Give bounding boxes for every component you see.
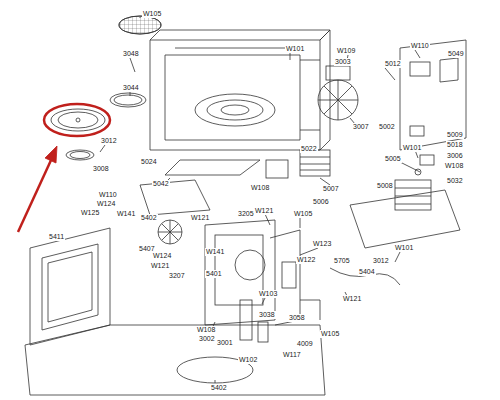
callout-number: W122	[296, 256, 316, 264]
callout-number: 5049	[447, 50, 465, 58]
callout-number: 5007	[322, 185, 340, 193]
callout-number: 5018	[446, 141, 464, 149]
callout-number: W141	[205, 248, 225, 256]
callout-number: 3038	[258, 311, 276, 319]
callout-number: W117	[282, 351, 302, 359]
highlight-arrow	[18, 158, 52, 232]
callout-number: 3044	[122, 84, 140, 92]
transformer	[395, 180, 431, 210]
callout-number: 5002	[378, 123, 396, 131]
callout-number: W121	[342, 295, 362, 303]
callout-number: 5705	[333, 257, 351, 265]
callout-number: 5008	[376, 182, 394, 190]
callout-number: 3207	[168, 272, 186, 280]
callout-number: W101	[402, 144, 422, 152]
callout-number: W105	[320, 330, 340, 338]
callout-number: W101	[285, 45, 305, 53]
callout-number: 5005	[384, 155, 402, 163]
callout-number: W105	[293, 210, 313, 218]
callout-number: 5401	[205, 270, 223, 278]
turntable	[51, 109, 105, 131]
callout-number: W108	[250, 184, 270, 192]
callout-number: 3007	[352, 123, 370, 131]
callout-number: W124	[152, 252, 172, 260]
callout-number: W110	[410, 42, 430, 50]
callout-number: W123	[312, 240, 332, 248]
callout-number: 3008	[92, 165, 110, 173]
callout-number: 5404	[358, 268, 376, 276]
callout-number: 5032	[446, 177, 464, 185]
callout-number: 3012	[372, 257, 390, 265]
callout-number: W108	[196, 326, 216, 334]
callout-number: 5042	[152, 180, 170, 188]
highlight-circle	[44, 104, 110, 136]
magnetron	[300, 150, 330, 176]
callout-number: 5411	[48, 233, 65, 241]
callout-number: 5402	[140, 214, 158, 222]
callout-number: 5022	[300, 145, 318, 153]
callout-number: W103	[258, 290, 278, 298]
callout-number: 3205	[237, 210, 255, 218]
callout-number: 5012	[384, 60, 402, 68]
callout-number: 3006	[446, 152, 464, 160]
callout-number: 3048	[122, 50, 140, 58]
callout-number: W121	[150, 262, 170, 270]
callout-number: W101	[394, 244, 414, 252]
callout-number: W121	[254, 207, 274, 215]
fan	[318, 80, 358, 120]
callout-number: 3003	[334, 58, 352, 66]
callout-number: W141	[116, 210, 136, 218]
callout-number: 3001	[216, 339, 234, 347]
callout-number: 5024	[140, 158, 158, 166]
callout-number: W108	[444, 162, 464, 170]
callout-number: W110	[98, 191, 118, 199]
callout-number: 5009	[446, 131, 464, 139]
callout-number: W121	[190, 214, 210, 222]
callout-number: 4009	[296, 340, 314, 348]
callout-number: 5402	[210, 384, 228, 392]
callout-number: W105	[142, 10, 162, 18]
callout-number: W125	[80, 209, 100, 217]
callout-number: 3002	[198, 335, 216, 343]
callout-number: W109	[336, 47, 356, 55]
base-plate	[25, 325, 325, 395]
callout-number: 3058	[288, 314, 306, 322]
callout-number: W102	[238, 356, 258, 364]
callout-number: W124	[96, 200, 116, 208]
callout-number: 5006	[312, 198, 330, 206]
callout-number: 3012	[100, 137, 118, 145]
rack	[119, 16, 161, 34]
